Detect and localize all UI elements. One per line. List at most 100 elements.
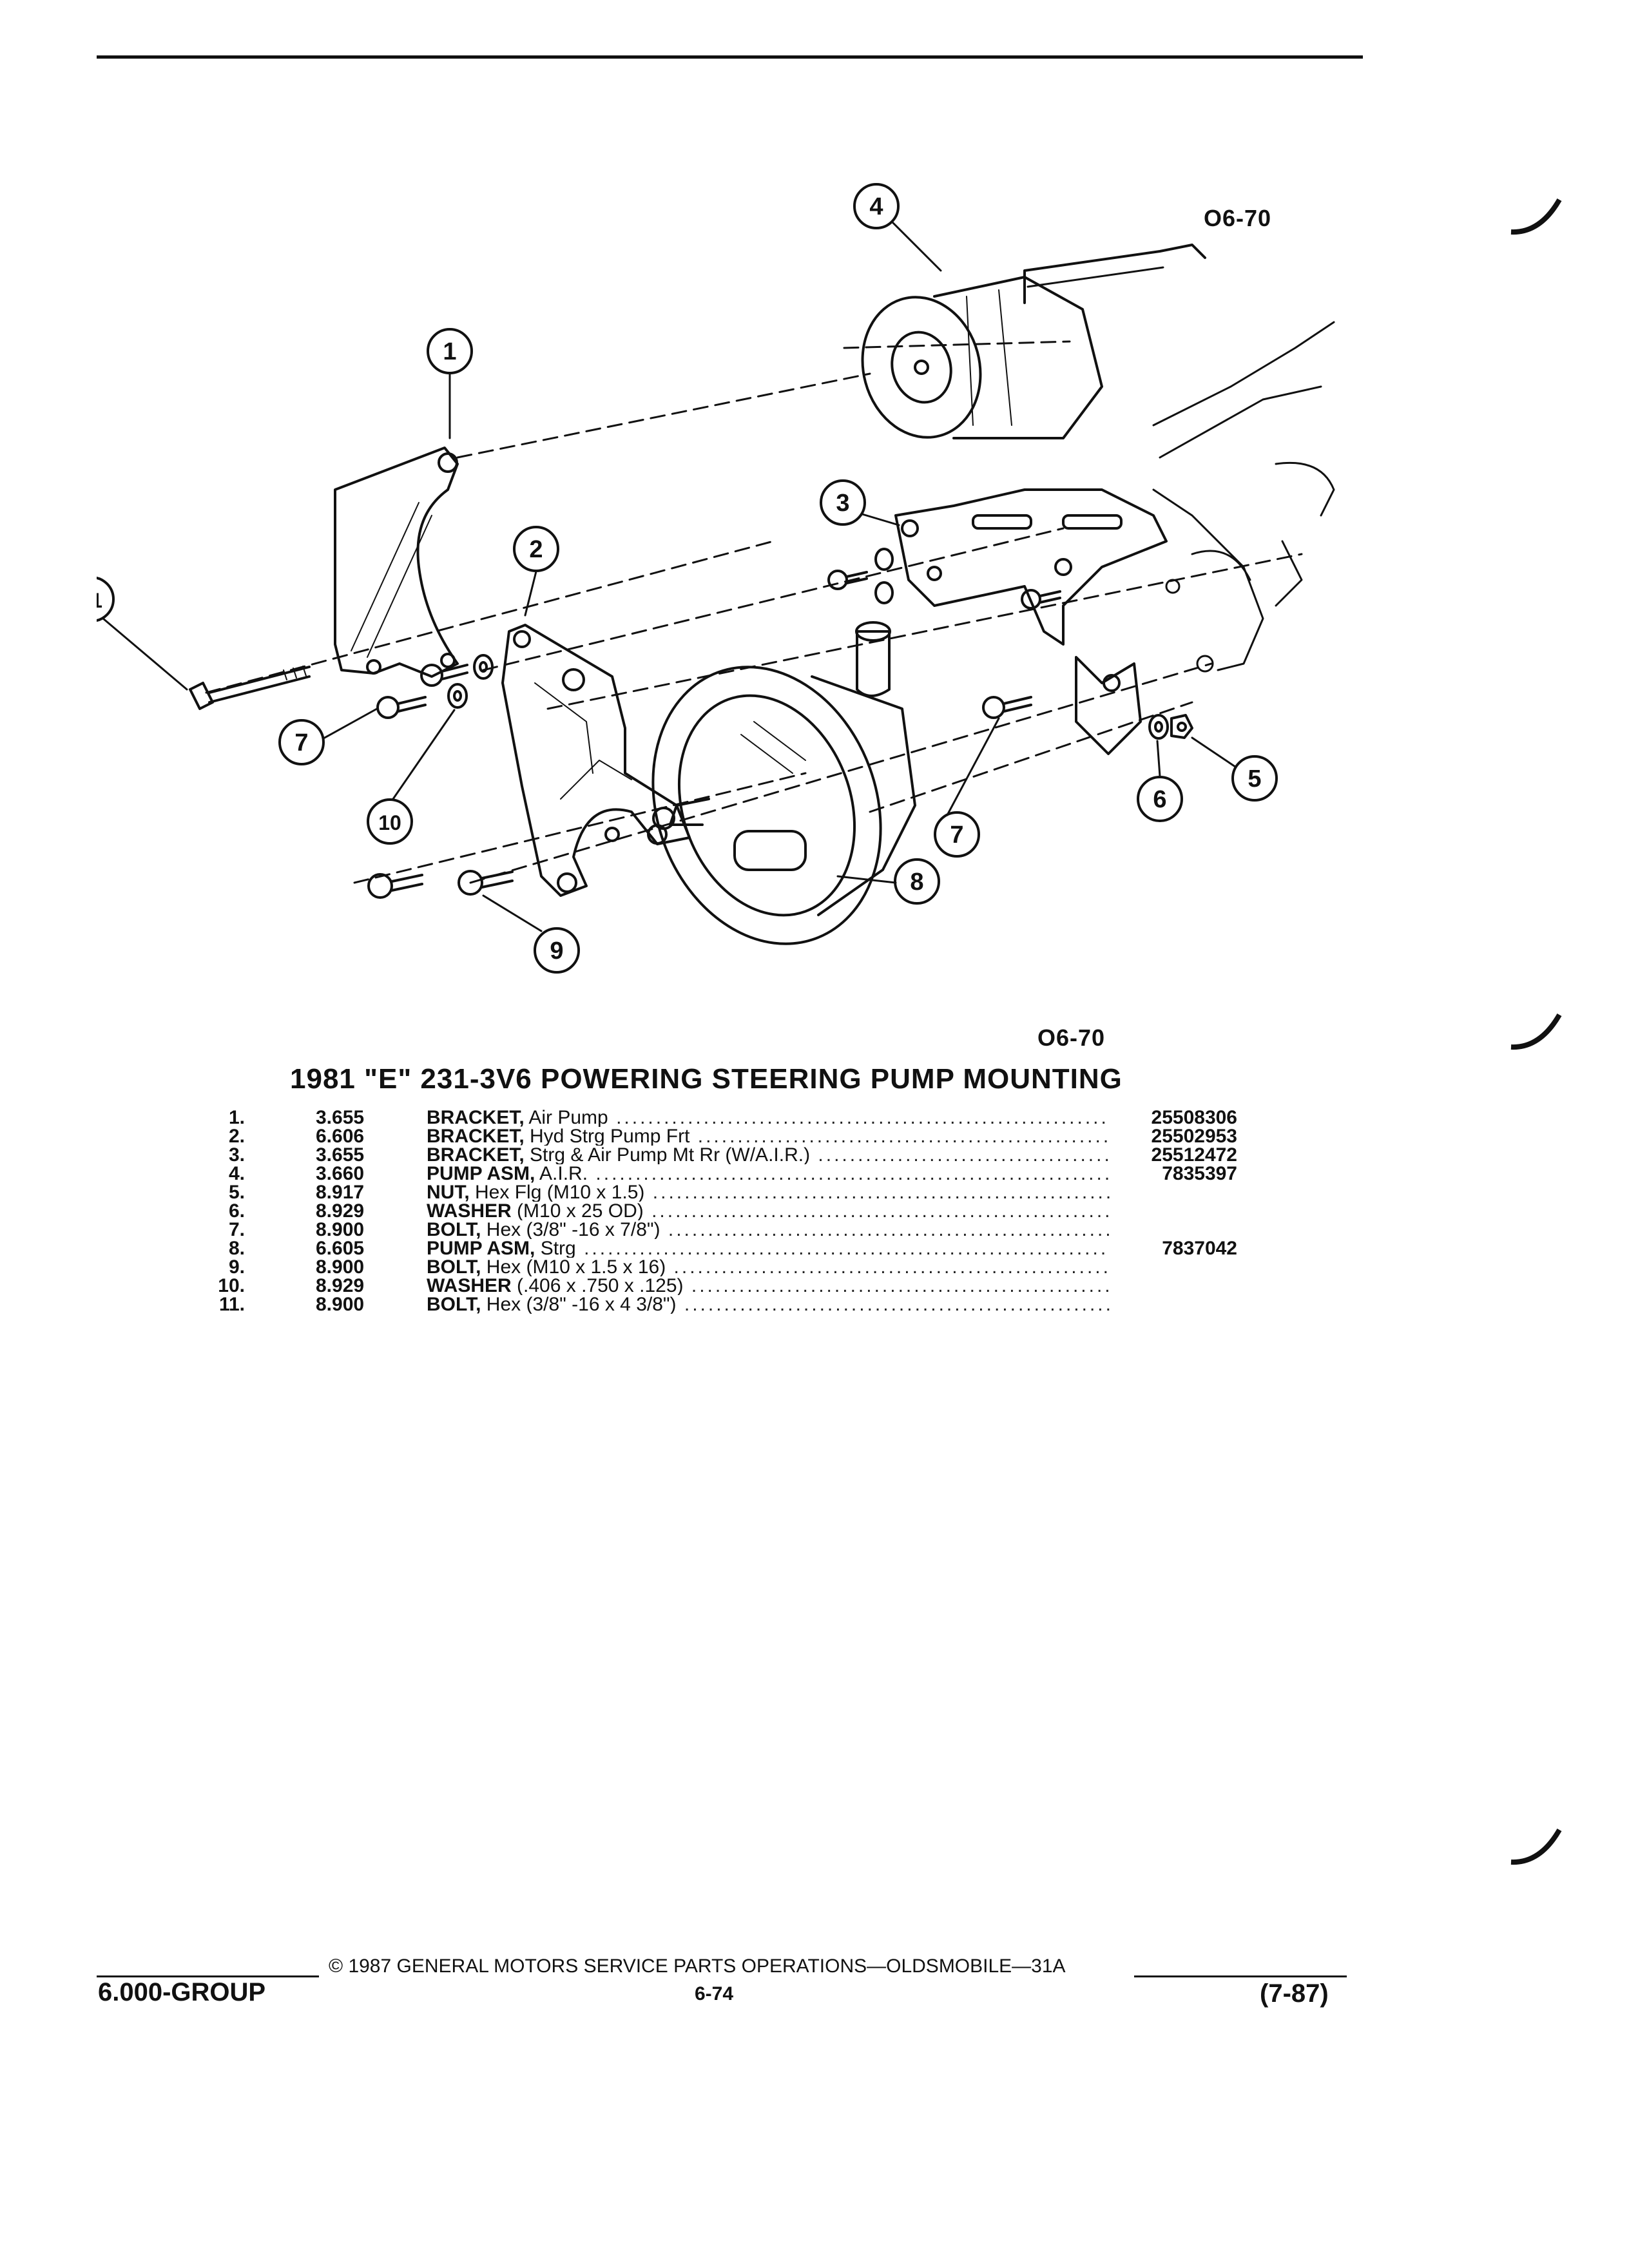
- leader-dots: ........................................…: [668, 1220, 1110, 1239]
- part-item-number: 2.: [228, 1126, 245, 1147]
- part-group-number: 6.605: [316, 1238, 365, 1259]
- footer-copyright: © 1987 GENERAL MOTORS SERVICE PARTS OPER…: [329, 1956, 1066, 1977]
- engine-block: [1152, 321, 1335, 673]
- callout-7-left: 7: [294, 729, 308, 756]
- leader-dots: ........................................…: [595, 1164, 1110, 1183]
- part-name-bold: BRACKET,: [427, 1146, 525, 1164]
- hyd-strg-pump-front-bracket-part-2: [501, 624, 691, 897]
- part-name-detail: Air Pump: [528, 1108, 608, 1127]
- air-pump-bracket-part-1: [334, 447, 459, 678]
- leader-dots: ........................................…: [697, 1127, 1110, 1146]
- section-title: 1981 "E" 231-3V6 POWERING STEERING PUMP …: [290, 1063, 1123, 1095]
- part-name-bold: BOLT,: [427, 1220, 481, 1239]
- part-description: BRACKET, Strg & Air Pump Mt Rr (W/A.I.R.…: [427, 1146, 1110, 1164]
- part-group-number: 3.660: [316, 1163, 365, 1184]
- part-description: BOLT, Hex (M10 x 1.5 x 16) .............…: [427, 1258, 1110, 1276]
- part-name-bold: BOLT,: [427, 1295, 481, 1314]
- part-description: NUT, Hex Flg (M10 x 1.5) ...............…: [427, 1183, 1110, 1202]
- part-name-bold: NUT,: [427, 1183, 470, 1202]
- callout-9: 9: [550, 937, 563, 965]
- part-item-number: 11.: [218, 1294, 245, 1315]
- part-group-number: 6.606: [316, 1126, 365, 1147]
- part-item-number: 1.: [228, 1107, 245, 1128]
- margin-tick-middle: [1510, 1013, 1562, 1050]
- callout-10: 10: [378, 811, 401, 834]
- callout-6: 6: [1153, 786, 1166, 813]
- footer-date: (7-87): [1260, 1979, 1329, 2008]
- part-item-number: 9.: [228, 1256, 245, 1278]
- parts-list-row: 2. 6.606 BRACKET, Hyd Strg Pump Frt ......…: [193, 1127, 1237, 1146]
- part-group-number: 8.900: [316, 1294, 365, 1315]
- margin-tick-top: [1510, 198, 1562, 235]
- part-group-number: 8.929: [316, 1275, 365, 1296]
- callout-11: 11: [97, 589, 102, 612]
- leader-dots: ........................................…: [818, 1146, 1110, 1164]
- bolt-part-9-left: [367, 873, 423, 899]
- washer-upper: [473, 654, 494, 680]
- part-name-detail: Hex (3/8" -16 x 4 3/8"): [486, 1295, 677, 1314]
- part-number: 25508306: [1151, 1107, 1237, 1128]
- part-number: 25502953: [1151, 1126, 1237, 1147]
- parts-list-row: 4. 3.660 PUMP ASM, A.I.R. ................…: [193, 1163, 1237, 1184]
- washer-part-10: [447, 683, 468, 709]
- callout-7-right: 7: [950, 822, 963, 849]
- parts-list-row: 3. 3.655 BRACKET, Strg & Air Pump Mt Rr (W…: [193, 1144, 1237, 1166]
- washer-bracket-3: [874, 548, 894, 604]
- parts-list: 1. 3.655 BRACKET, Air Pump ...............…: [193, 1108, 1237, 1314]
- washer-part-6: [1148, 714, 1169, 740]
- part-item-number: 8.: [228, 1238, 245, 1259]
- part-name-detail: Hex Flg (M10 x 1.5): [475, 1183, 645, 1202]
- part-item-number: 3.: [228, 1144, 245, 1166]
- leader-dots: ........................................…: [673, 1258, 1110, 1276]
- air-pump-assembly-part-4: [861, 244, 1206, 439]
- part-name-bold: BRACKET,: [427, 1108, 525, 1127]
- footer-rule-left: [97, 1975, 319, 1977]
- part-group-number: 8.900: [316, 1219, 365, 1240]
- part-group-number: 3.655: [316, 1144, 365, 1166]
- callout-5: 5: [1248, 765, 1261, 793]
- callout-2: 2: [529, 536, 543, 563]
- part-name-bold: PUMP ASM,: [427, 1164, 535, 1183]
- part-name-detail: A.I.R.: [539, 1164, 588, 1183]
- part-name-bold: BOLT,: [427, 1258, 481, 1276]
- callout-8: 8: [910, 869, 923, 896]
- callout-1: 1: [443, 338, 456, 365]
- part-number: 25512472: [1151, 1144, 1237, 1166]
- part-name-bold: WASHER: [427, 1276, 512, 1295]
- leader-dots: ........................................…: [584, 1239, 1110, 1258]
- part-item-number: 4.: [228, 1163, 245, 1184]
- part-name-bold: WASHER: [427, 1202, 512, 1220]
- leader-dots: ........................................…: [652, 1183, 1110, 1202]
- nut-part-5: [1170, 714, 1193, 739]
- part-name-detail: Hyd Strg Pump Frt: [530, 1127, 690, 1146]
- parts-list-row: 8. 6.605 PUMP ASM, Strg ..................…: [193, 1239, 1237, 1258]
- part-name-bold: BRACKET,: [427, 1127, 525, 1146]
- leader-dots: ........................................…: [691, 1276, 1110, 1295]
- long-bolt-part-11: [189, 666, 311, 710]
- header-rule: [97, 55, 1363, 59]
- part-name-detail: Hex (3/8" -16 x 7/8"): [486, 1220, 660, 1239]
- steering-pump-part-8: [651, 621, 916, 945]
- part-name-detail: (M10 x 25 OD): [517, 1202, 644, 1220]
- footer-group-label: 6.000-GROUP: [98, 1978, 266, 2006]
- margin-tick-bottom: [1510, 1828, 1562, 1865]
- part-item-number: 7.: [228, 1219, 245, 1240]
- part-item-number: 6.: [228, 1200, 245, 1222]
- part-name-bold: PUMP ASM,: [427, 1239, 535, 1258]
- part-description: BRACKET, Air Pump ......................…: [427, 1108, 1110, 1127]
- part-description: PUMP ASM, Strg .........................…: [427, 1239, 1110, 1258]
- part-name-detail: Strg: [540, 1239, 576, 1258]
- part-description: WASHER (M10 x 25 OD) ...................…: [427, 1202, 1110, 1220]
- footer-rule-right: [1134, 1975, 1347, 1977]
- callout-3: 3: [836, 490, 849, 517]
- part-group-number: 8.917: [316, 1182, 365, 1203]
- figure-code-bottom: O6-70: [1037, 1024, 1106, 1051]
- footer-page-number: 6-74: [695, 1983, 734, 2004]
- bolt-part-9-right: [458, 870, 514, 896]
- strg-air-pump-mount-rear-bracket-part-3: [894, 488, 1168, 755]
